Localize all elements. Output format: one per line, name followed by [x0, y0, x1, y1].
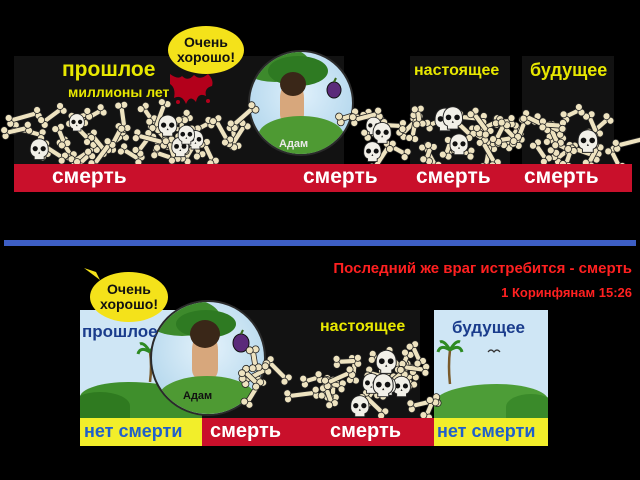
bone-icon [262, 355, 293, 386]
skull-icon [577, 129, 599, 153]
bone-icon [4, 106, 43, 128]
bottom-bubble-line2: хорошо! [100, 296, 158, 312]
bone-icon [332, 353, 363, 369]
top-adam-label: Адам [279, 138, 309, 150]
top-eden-circle [248, 50, 354, 156]
top-bar-word-2: смерть [303, 165, 378, 188]
bottom-bar-word-4: нет смерти [437, 421, 536, 441]
skull-icon [372, 121, 392, 144]
bottom-no-death-bar-right [434, 418, 548, 446]
verse-reference: 1 Коринфянам 15:26 [501, 285, 632, 300]
bone-icon [348, 106, 384, 127]
bottom-bubble-line1: Очень [107, 281, 151, 298]
skull-icon [372, 373, 394, 398]
bone-icon [489, 118, 511, 146]
bone-icon [321, 365, 356, 390]
bone-icon [385, 139, 412, 161]
top-bar-word-1: смерть [52, 165, 127, 188]
bone-icon [538, 117, 567, 133]
top-bubble-line2: хорошо! [177, 49, 235, 65]
bone-icon [559, 103, 586, 124]
top-label-future: будущее [530, 60, 608, 80]
bone-icon [238, 364, 265, 391]
bone-icon [529, 138, 553, 166]
skull-icon [171, 136, 190, 158]
skull-icon [350, 395, 370, 418]
bottom-bar-word-3: смерть [330, 420, 402, 442]
bottom-fruit-icon [232, 329, 250, 353]
skull-icon [449, 133, 469, 156]
bottom-no-death-bar-left [80, 418, 202, 446]
top-bubble-line1: Очень [184, 34, 228, 51]
top-blood-splatter-icon [170, 74, 213, 104]
bone-icon [419, 141, 438, 166]
bottom-bar-word-1: нет смерти [84, 421, 183, 441]
skull-icon [442, 106, 463, 130]
top-death-bar [14, 164, 632, 192]
bone-icon [136, 101, 159, 126]
bone-icon [209, 114, 235, 147]
top-label-past: прошлое [62, 58, 156, 81]
top-speech-bubble: Очень хорошо! [168, 26, 244, 74]
bone-icon [466, 106, 495, 139]
skull-icon [29, 138, 49, 161]
bone-icon [410, 104, 427, 129]
bottom-bubble-tail [84, 268, 100, 280]
top-label-present: настоящее [414, 62, 500, 79]
skull-icon [375, 349, 397, 374]
top-label-millions: миллионы лет [68, 84, 170, 100]
skull-icon [177, 124, 195, 145]
bone-icon [51, 122, 72, 150]
bone-icon [148, 98, 172, 135]
bone-icon [226, 101, 260, 132]
bone-icon [37, 102, 68, 129]
top-fruit-icon [326, 77, 342, 99]
bottom-label-present: настоящее [320, 318, 406, 335]
top-bar-word-4: смерть [524, 165, 599, 188]
bone-icon [245, 345, 263, 373]
bottom-bar-word-2: смерть [210, 420, 282, 442]
bottom-label-past: прошлое [82, 322, 158, 341]
future-palm-tree-icon [436, 340, 464, 385]
skull-icon [363, 141, 382, 162]
bone-icon [114, 100, 132, 133]
bone-icon [611, 135, 640, 153]
bone-icon [405, 340, 427, 368]
bone-icon [299, 370, 325, 389]
bottom-label-future: будущее [452, 318, 526, 337]
section-divider [4, 240, 636, 246]
verse-text: Последний же враг истребится - смерть [333, 260, 632, 277]
top-bar-word-3: смерть [416, 165, 491, 188]
bone-icon [0, 120, 34, 140]
bottom-future-panel [434, 310, 548, 420]
skull-icon [392, 375, 411, 398]
skull-icon [158, 114, 178, 137]
bone-icon [283, 385, 321, 404]
bottom-eden-circle [150, 300, 266, 416]
skull-icon [68, 113, 85, 132]
future-bird-icon [487, 349, 501, 353]
bottom-speech-bubble: Очень хорошо! [90, 272, 168, 322]
bottom-death-bar [202, 418, 434, 446]
bottom-adam-label: Адам [183, 390, 213, 402]
